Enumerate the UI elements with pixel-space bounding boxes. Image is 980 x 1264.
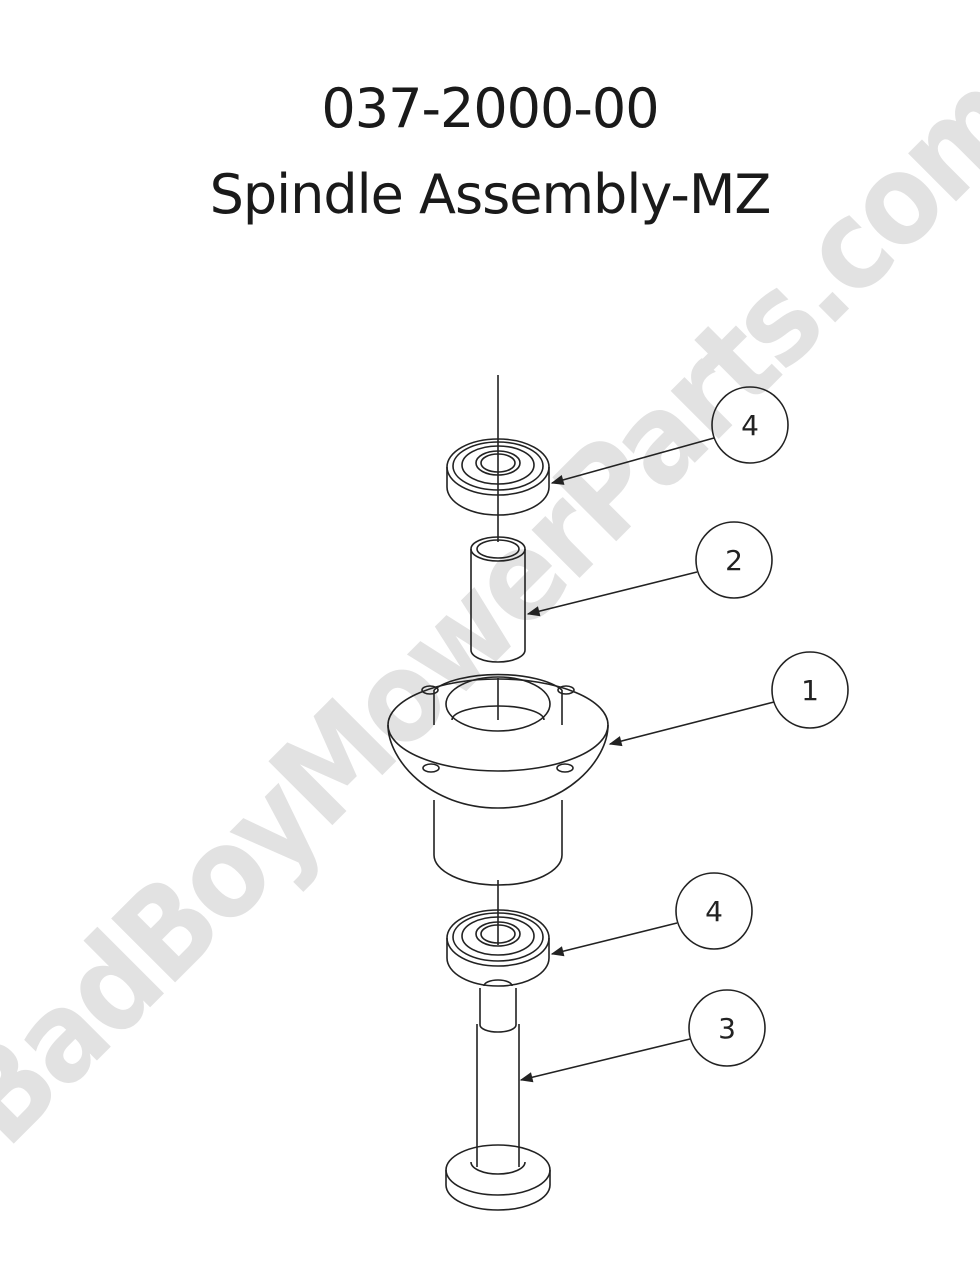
callout-top-bearing: 4 xyxy=(550,386,789,485)
spindle-housing xyxy=(387,673,609,886)
spindle-shaft xyxy=(445,979,551,1211)
part-number-title: 037-2000-00 xyxy=(321,77,659,140)
top-bearing xyxy=(446,438,550,516)
svg-text:3: 3 xyxy=(718,1012,736,1045)
svg-text:1: 1 xyxy=(801,674,819,707)
svg-text:2: 2 xyxy=(725,544,743,577)
assembly-name-title: Spindle Assembly-MZ xyxy=(209,163,772,226)
callout-bottom-bearing: 4 xyxy=(550,872,753,957)
svg-text:4: 4 xyxy=(705,895,723,928)
svg-text:4: 4 xyxy=(741,409,759,442)
callout-spacer: 2 xyxy=(526,521,773,617)
spacer-tube xyxy=(470,536,526,663)
callout-housing: 1 xyxy=(608,651,849,747)
bottom-bearing xyxy=(446,909,550,987)
callout-shaft: 3 xyxy=(519,989,766,1083)
